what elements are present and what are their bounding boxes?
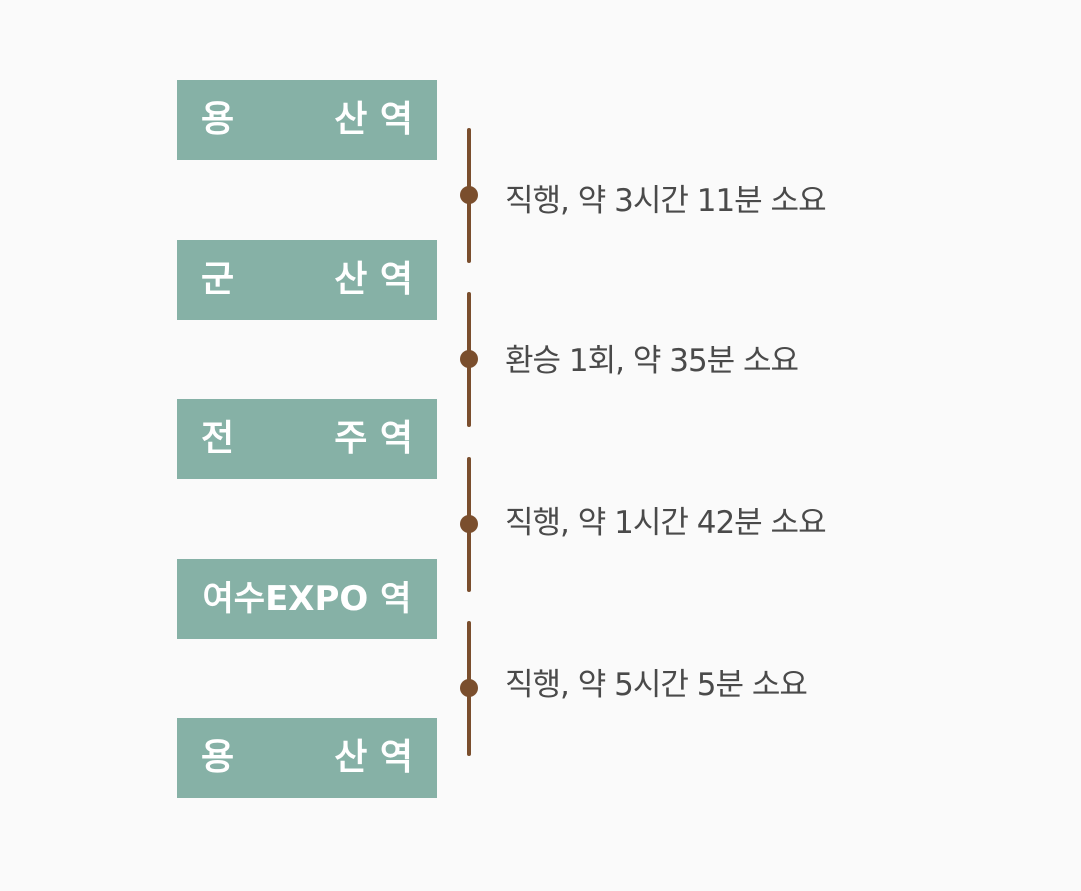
route-segment-label: 직행, 약 5시간 5분 소요	[505, 667, 808, 703]
station-name-part: 용	[201, 737, 235, 778]
station-name: 여수EXPO 역	[202, 579, 412, 619]
route-segment-label: 직행, 약 3시간 11분 소요	[505, 183, 827, 219]
station-name-part: 산 역	[334, 99, 413, 140]
station-name-part: 용	[201, 99, 235, 140]
route-segment-label: 환승 1회, 약 35분 소요	[505, 343, 799, 379]
route-segment-dot	[460, 186, 478, 204]
station-box-yongsan-start: 용 산 역	[177, 80, 437, 160]
route-segment-dot	[460, 350, 478, 368]
route-segment-label: 직행, 약 1시간 42분 소요	[505, 505, 827, 541]
station-name-part: 산 역	[334, 259, 413, 300]
station-name-part: 산 역	[334, 737, 413, 778]
station-box-jeonju: 전 주 역	[177, 399, 437, 479]
route-segment-dot	[460, 679, 478, 697]
station-box-yongsan-end: 용 산 역	[177, 718, 437, 798]
route-segment-dot	[460, 515, 478, 533]
station-name-part: 군	[201, 259, 235, 300]
station-box-yeosu-expo: 여수EXPO 역	[177, 559, 437, 639]
station-name-part: 전	[201, 418, 235, 459]
station-name-part: 주 역	[334, 418, 413, 459]
station-box-gunsan: 군 산 역	[177, 240, 437, 320]
